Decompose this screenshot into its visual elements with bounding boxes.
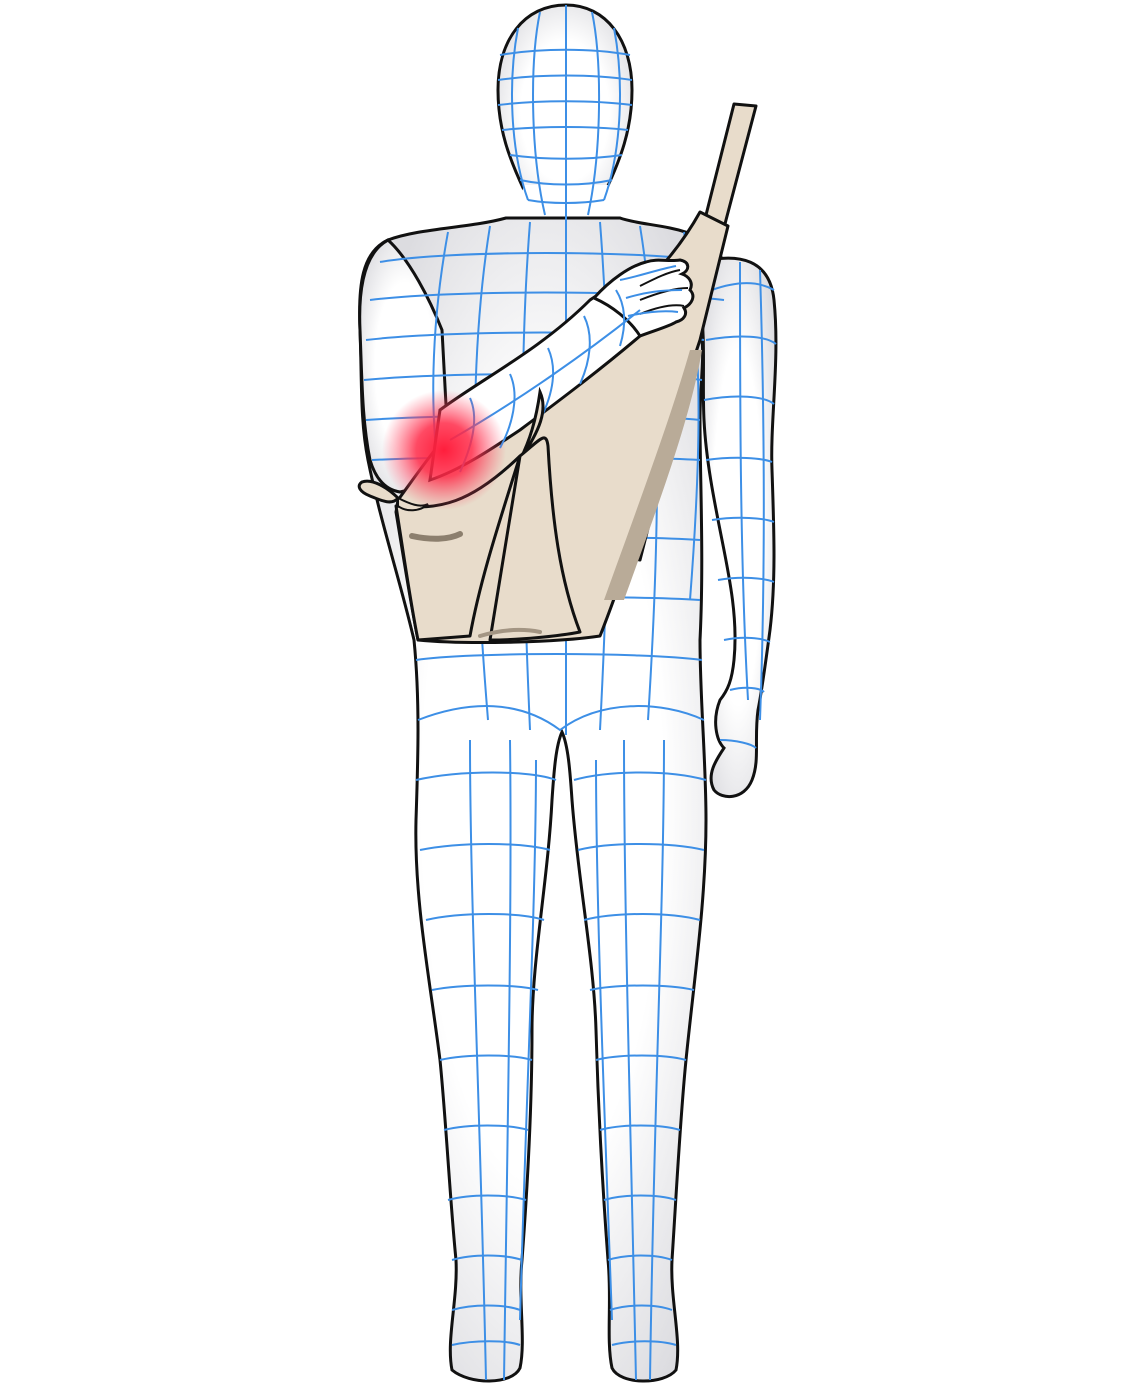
elbow-pain-highlight — [382, 390, 506, 510]
sling-knot — [357, 479, 400, 504]
sling-front-flap — [357, 386, 582, 642]
sling-shadow — [604, 350, 702, 600]
sling-flap — [518, 386, 545, 461]
left-arm-hanging — [698, 256, 778, 799]
sling-inner-fold — [488, 436, 582, 642]
